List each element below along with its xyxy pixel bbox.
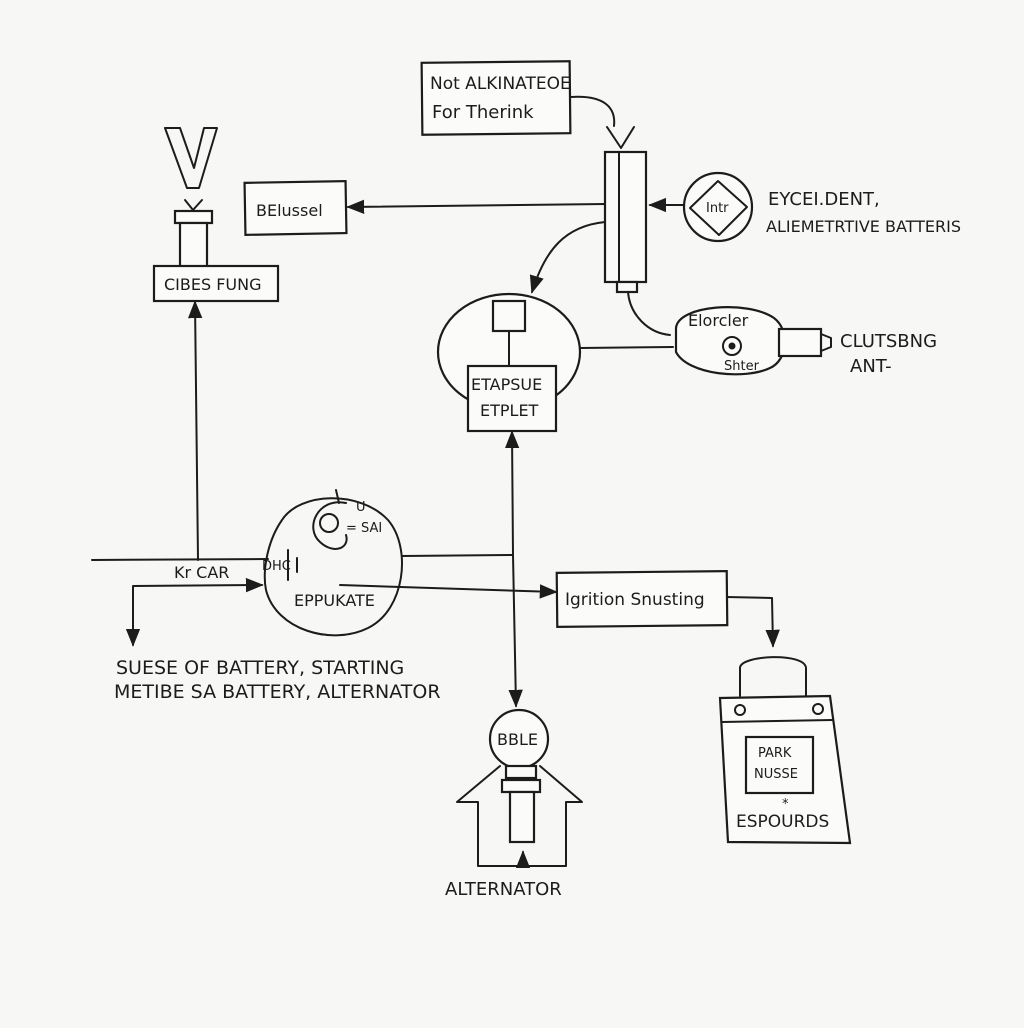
etapsue-line2: ETPLET bbox=[480, 401, 539, 420]
sai-label: = SAI bbox=[346, 521, 382, 536]
park-bag: PARK NUSSE * ESPOURDS bbox=[718, 656, 852, 845]
belussel-box: BElussel bbox=[243, 179, 348, 236]
espourds-label: ESPOURDS bbox=[736, 812, 829, 832]
belussel-label: BElussel bbox=[256, 201, 323, 220]
eppukate-label: EPPUKATE bbox=[294, 591, 375, 610]
cibes-fung-label: CIBES FUNG bbox=[164, 275, 262, 294]
star-mark: * bbox=[782, 797, 789, 812]
clutsbng-line1: CLUTSBNG bbox=[840, 331, 937, 352]
arrow-to-ignition bbox=[339, 584, 558, 599]
note-box-line1: Not ALKINATEOE bbox=[430, 74, 571, 94]
cibes-fung-box: CIBES FUNG bbox=[152, 264, 280, 303]
elorcler-line1: Elorcler bbox=[688, 311, 749, 330]
park-line1: PARK bbox=[758, 746, 792, 761]
ignition-label: Igrition Snusting bbox=[565, 590, 705, 610]
dhc-label: DHC bbox=[262, 559, 291, 574]
kr-car-label: Kr CAR bbox=[174, 563, 229, 582]
coil-icon bbox=[312, 501, 348, 550]
y-sensor bbox=[164, 127, 218, 270]
arrow-cylinder-to-circle bbox=[529, 221, 606, 294]
connector-note-to-funnel bbox=[570, 95, 616, 127]
eycelident-line2: ALIEMETRTIVE BATTERIS bbox=[766, 217, 961, 236]
intr-label: Intr bbox=[706, 201, 729, 216]
plug-icon bbox=[777, 327, 823, 358]
small-square bbox=[491, 299, 527, 333]
park-label-box bbox=[744, 735, 815, 795]
caption-line1: SUESE OF BATTERY, STARTING bbox=[116, 657, 404, 679]
filter-cylinder bbox=[603, 126, 648, 294]
central-unit: U = SAI DHC EPPUKATE bbox=[262, 489, 403, 637]
arrow-bus-to-bble bbox=[508, 554, 523, 708]
u-label: U bbox=[356, 500, 366, 515]
funnel-icon bbox=[606, 126, 635, 149]
intr-sensor: Intr bbox=[682, 171, 754, 243]
arrow-to-belussel bbox=[346, 199, 607, 215]
connector-cylinder-to-elorcler bbox=[627, 291, 671, 336]
arrow-to-cibes-fung bbox=[187, 300, 203, 561]
arrow-bus-to-etapsue bbox=[504, 430, 520, 556]
ignition-box: Igrition Snusting bbox=[555, 569, 729, 629]
arrow-feed-to-circle bbox=[132, 577, 264, 640]
caption-line2: METIBE SA BATTERY, ALTERNATOR bbox=[114, 681, 441, 703]
park-line2: NUSSE bbox=[754, 767, 798, 782]
cylinder-body bbox=[603, 150, 648, 284]
main-line-left bbox=[91, 558, 269, 561]
etapsue-unit: ETAPSUE ETPLET bbox=[436, 292, 582, 433]
alternator-label: ALTERNATOR bbox=[445, 879, 562, 900]
diamond-icon bbox=[689, 180, 748, 236]
note-box-line2: For Therink bbox=[432, 102, 534, 123]
elorcler-line2: Shter bbox=[724, 359, 760, 374]
etapsue-line1: ETAPSUE bbox=[471, 375, 542, 394]
clutsbng-line2: ANT- bbox=[850, 356, 892, 377]
elorcler-unit: Elorcler Shter bbox=[674, 306, 832, 376]
arrow-ignition-to-park bbox=[725, 596, 780, 648]
connector-circle-to-elorcler bbox=[579, 346, 674, 349]
connection-lines bbox=[91, 95, 780, 708]
central-circle bbox=[263, 497, 403, 637]
elorcler-dial bbox=[722, 336, 742, 356]
bble-label: BBLE bbox=[497, 730, 538, 749]
eycelident-line1: EYCEI.DENT, bbox=[768, 189, 880, 210]
y-sensor-icon bbox=[164, 127, 218, 189]
alternator-unit: BBLE ALTERNATOR bbox=[445, 708, 583, 900]
main-line-right bbox=[401, 554, 514, 557]
bag-handle bbox=[739, 656, 807, 697]
note-box-alternator: Not ALKINATEOE For Therink bbox=[420, 60, 572, 136]
